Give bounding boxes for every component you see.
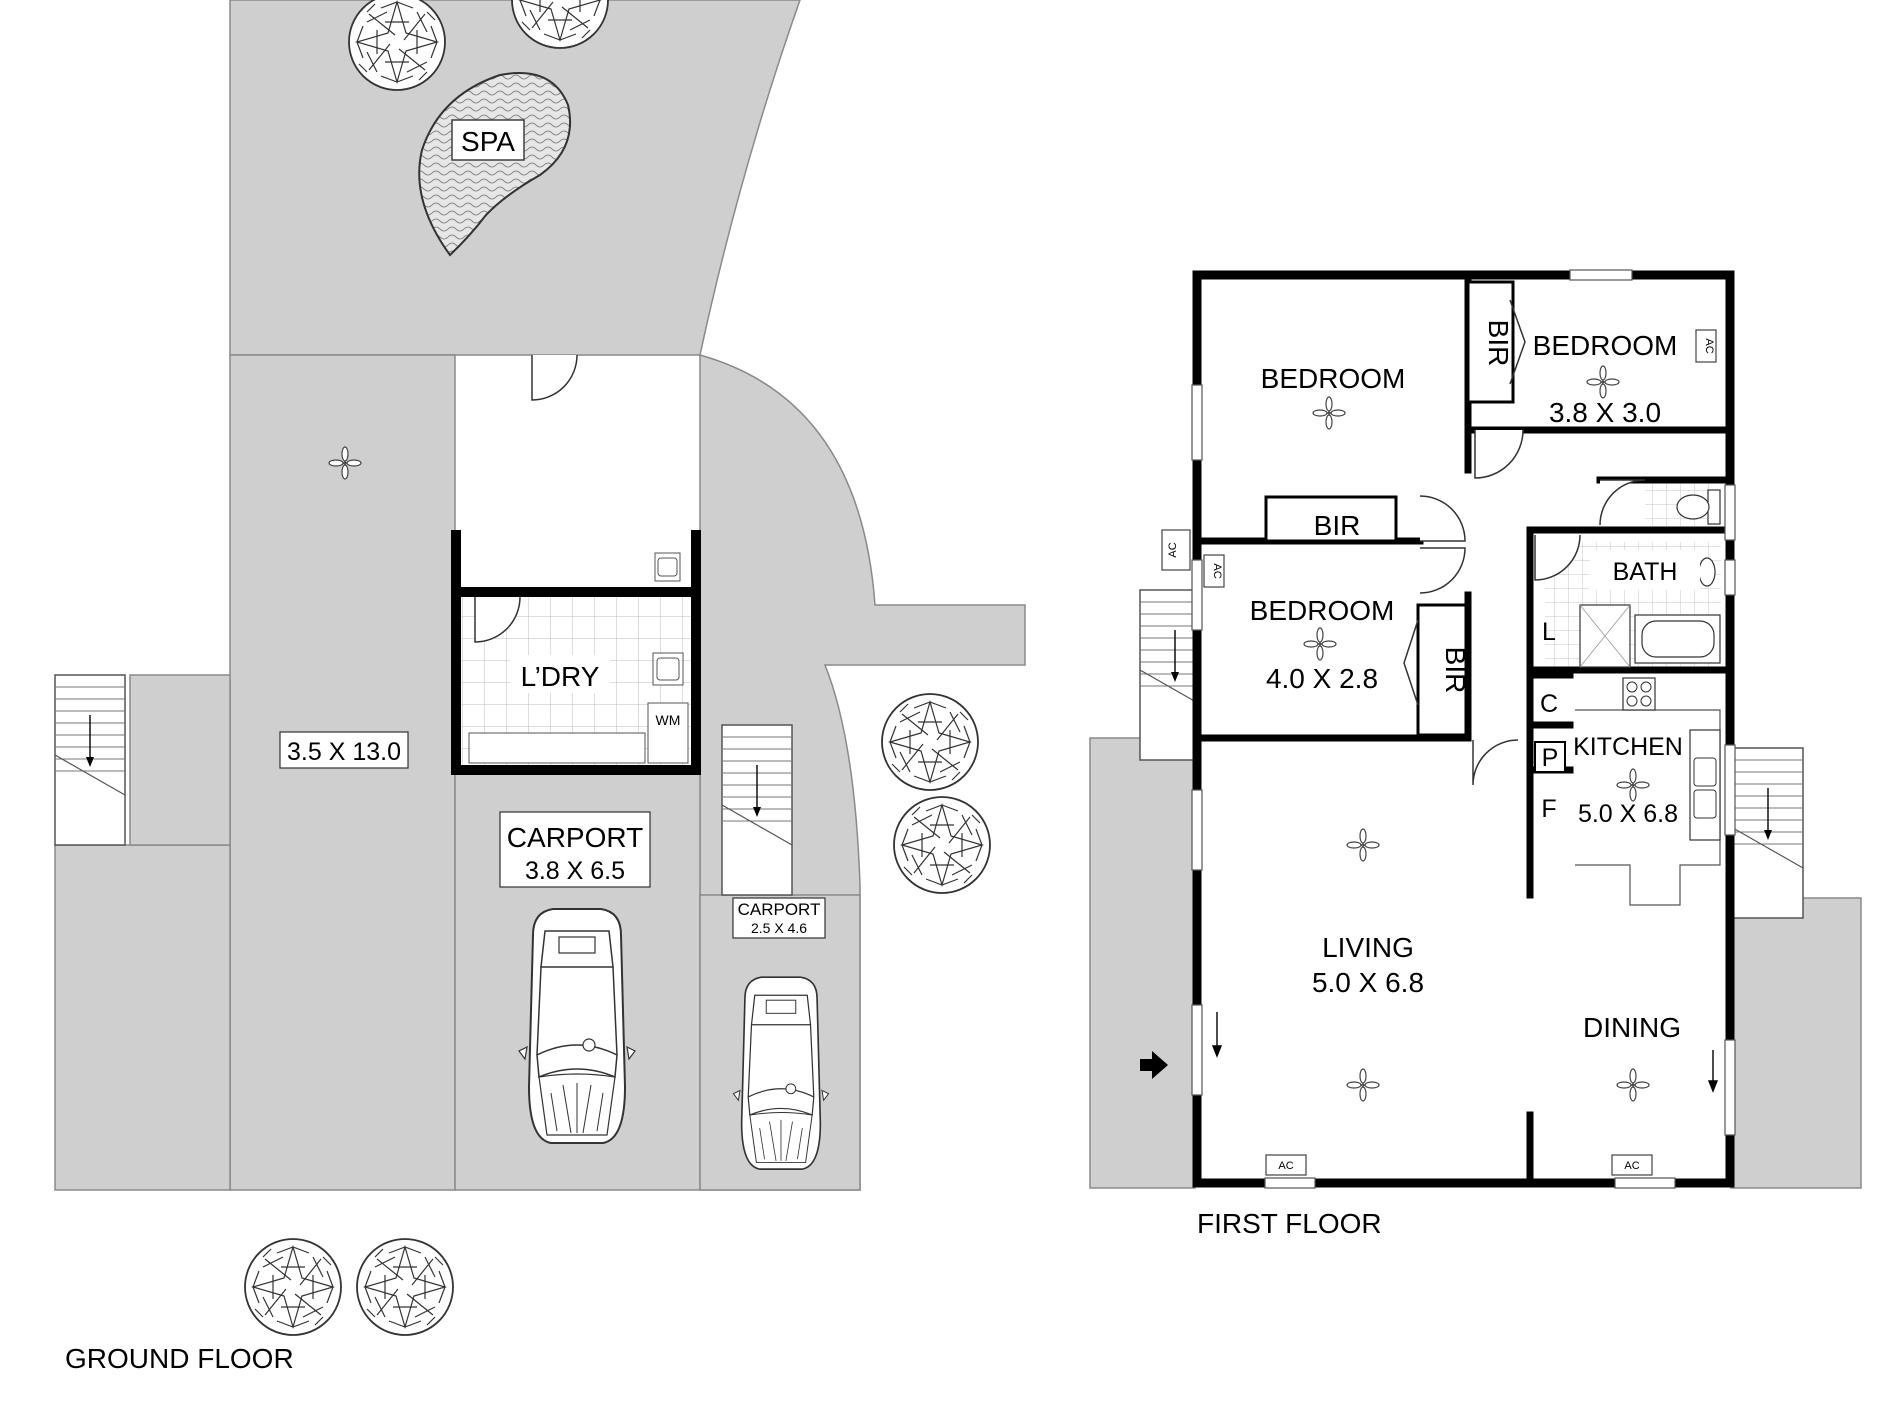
car-icon bbox=[732, 976, 830, 1170]
exterior-walls bbox=[1192, 270, 1735, 1188]
ac-label-dining: AC bbox=[1624, 1160, 1639, 1172]
windows bbox=[1191, 269, 1736, 1189]
door-swing-icon bbox=[1419, 547, 1466, 594]
right-deck bbox=[1730, 897, 1862, 1189]
laundry-label: L’DRY bbox=[521, 661, 600, 692]
sink-icon bbox=[1689, 729, 1721, 841]
pantry-label: P bbox=[1542, 744, 1559, 772]
car-icon bbox=[518, 908, 636, 1144]
washing-machine-label: WM bbox=[656, 712, 681, 728]
living-title: LIVING bbox=[1322, 932, 1414, 963]
laundry-room: WM L’DRY bbox=[451, 530, 701, 775]
ac-unit bbox=[1695, 329, 1717, 363]
linen-label: L bbox=[1542, 618, 1556, 646]
ac-label-exterior: AC bbox=[1167, 542, 1179, 557]
ground-floor-plan: SPA WM L’DRY 3.5 X 13.0 CARPORT 3.8 X bbox=[54, 0, 1026, 1374]
sink-icon bbox=[1698, 557, 1716, 587]
stair-icon bbox=[54, 674, 126, 846]
carport-small-dims: 2.5 X 4.6 bbox=[751, 920, 807, 936]
door-swing-icon bbox=[1474, 429, 1524, 479]
interior-walls bbox=[1198, 276, 1729, 1182]
tree-icon bbox=[881, 693, 979, 791]
first-floor-caption: FIRST FLOOR bbox=[1197, 1208, 1382, 1239]
door-swing-icon bbox=[474, 596, 521, 643]
tree-icon bbox=[244, 1238, 342, 1336]
ac-label-living: AC bbox=[1278, 1160, 1293, 1172]
bathtub-icon bbox=[1634, 614, 1721, 664]
toilet-icon bbox=[1676, 489, 1721, 525]
door-swing-icon bbox=[1419, 495, 1466, 542]
ac-unit bbox=[1611, 1154, 1653, 1176]
bedroom-2-dims: 3.8 X 3.0 bbox=[1549, 397, 1661, 428]
side-yard-dims: 3.5 X 13.0 bbox=[287, 738, 401, 766]
tree-icon bbox=[356, 1238, 454, 1336]
bedroom-3-title: BEDROOM bbox=[1250, 595, 1395, 626]
side-yard-paving bbox=[229, 354, 456, 1191]
spa-label: SPA bbox=[461, 126, 515, 157]
carport-main-dims: 3.8 X 6.5 bbox=[525, 857, 625, 885]
bath-label: BATH bbox=[1613, 558, 1678, 586]
left-garden-paving bbox=[54, 844, 231, 1191]
bir-bed1-label: BIR bbox=[1314, 510, 1361, 541]
ac-unit-exterior bbox=[1161, 529, 1191, 571]
carport-small-title: CARPORT bbox=[738, 900, 821, 919]
door-swing-icon bbox=[1599, 479, 1646, 526]
ac-unit bbox=[1203, 554, 1225, 588]
sink-icon bbox=[654, 552, 681, 582]
cooktop-icon bbox=[1622, 677, 1656, 711]
spa-pool bbox=[418, 72, 572, 257]
bedroom-1-title: BEDROOM bbox=[1261, 363, 1406, 394]
door-swing-icon bbox=[1472, 739, 1519, 786]
bir-bed3-label: BIR bbox=[1440, 647, 1471, 694]
stair-icon bbox=[1732, 747, 1804, 919]
living-dims: 5.0 X 6.8 bbox=[1312, 967, 1424, 998]
tree-icon bbox=[893, 796, 991, 894]
tree-icon bbox=[348, 0, 446, 91]
first-floor-plan: BIR BIR BIR bbox=[1089, 269, 1862, 1239]
bedroom-2-title: BEDROOM bbox=[1533, 330, 1678, 361]
ac-label-bed3: AC bbox=[1211, 563, 1223, 578]
left-deck bbox=[1089, 737, 1196, 1189]
bedroom-3-dims: 4.0 X 2.8 bbox=[1266, 663, 1378, 694]
door-swing-icon bbox=[531, 354, 578, 401]
cupboard-label: C bbox=[1540, 690, 1558, 718]
stair-icon bbox=[721, 724, 793, 896]
fridge-label: F bbox=[1541, 795, 1556, 823]
carport-main-title: CARPORT bbox=[507, 822, 643, 853]
entry-arrow-icon bbox=[1140, 1051, 1168, 1079]
ac-label-bed2: AC bbox=[1703, 338, 1715, 353]
shower-icon bbox=[1579, 604, 1631, 668]
bir-bed2-label: BIR bbox=[1483, 320, 1514, 367]
door-swing-icon bbox=[1534, 534, 1581, 581]
ac-unit bbox=[1265, 1154, 1307, 1176]
kitchen-dims: 5.0 X 6.8 bbox=[1578, 800, 1678, 828]
kitchen-title: KITCHEN bbox=[1573, 733, 1683, 761]
left-stair-landing bbox=[129, 674, 231, 846]
dining-title: DINING bbox=[1583, 1012, 1681, 1043]
ground-floor-caption: GROUND FLOOR bbox=[65, 1343, 294, 1374]
